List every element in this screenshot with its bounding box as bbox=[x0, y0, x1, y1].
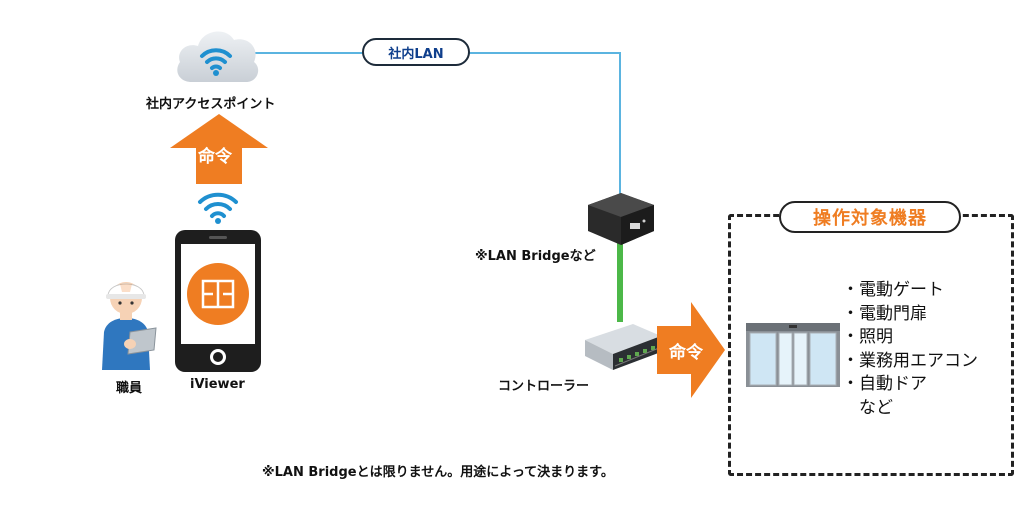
lan-bridge-label: ※LAN Bridgeなど bbox=[475, 249, 596, 264]
wifi-icon bbox=[198, 192, 238, 224]
footnote: ※LAN Bridgeとは限りません。用途によって決まります。 bbox=[262, 465, 614, 480]
lan-bridge-device-icon bbox=[588, 193, 654, 245]
list-item: など bbox=[842, 397, 893, 418]
up-arrow-label: 命令 bbox=[198, 147, 232, 167]
lan-cable-line bbox=[245, 52, 621, 200]
list-item: ・業務用エアコン bbox=[842, 350, 978, 371]
staff-label: 職員 bbox=[116, 381, 143, 396]
list-item: ・照明 bbox=[842, 327, 893, 347]
smartphone-icon bbox=[175, 230, 261, 372]
target-equipment-list: ・電動ゲート ・電動門扉 ・照明 ・業務用エアコン ・自動ドア など bbox=[842, 279, 978, 420]
cloud-access-point-icon bbox=[177, 31, 259, 82]
lan-label: 社内LAN bbox=[362, 38, 470, 66]
up-arrow bbox=[170, 114, 268, 184]
list-item: ・自動ドア bbox=[842, 374, 927, 394]
right-arrow bbox=[657, 302, 725, 398]
automatic-door-icon bbox=[746, 323, 840, 387]
controller-device-icon bbox=[585, 324, 661, 370]
target-equipment-title: 操作対象機器 bbox=[779, 201, 961, 233]
list-item: ・電動門扉 bbox=[842, 303, 927, 324]
staff-person-icon bbox=[102, 282, 157, 370]
app-label: iViewer bbox=[190, 377, 245, 392]
controller-label: コントローラー bbox=[498, 379, 590, 394]
access-point-label: 社内アクセスポイント bbox=[146, 97, 276, 112]
right-arrow-label: 命令 bbox=[669, 343, 703, 363]
list-item: ・電動ゲート bbox=[842, 280, 944, 300]
